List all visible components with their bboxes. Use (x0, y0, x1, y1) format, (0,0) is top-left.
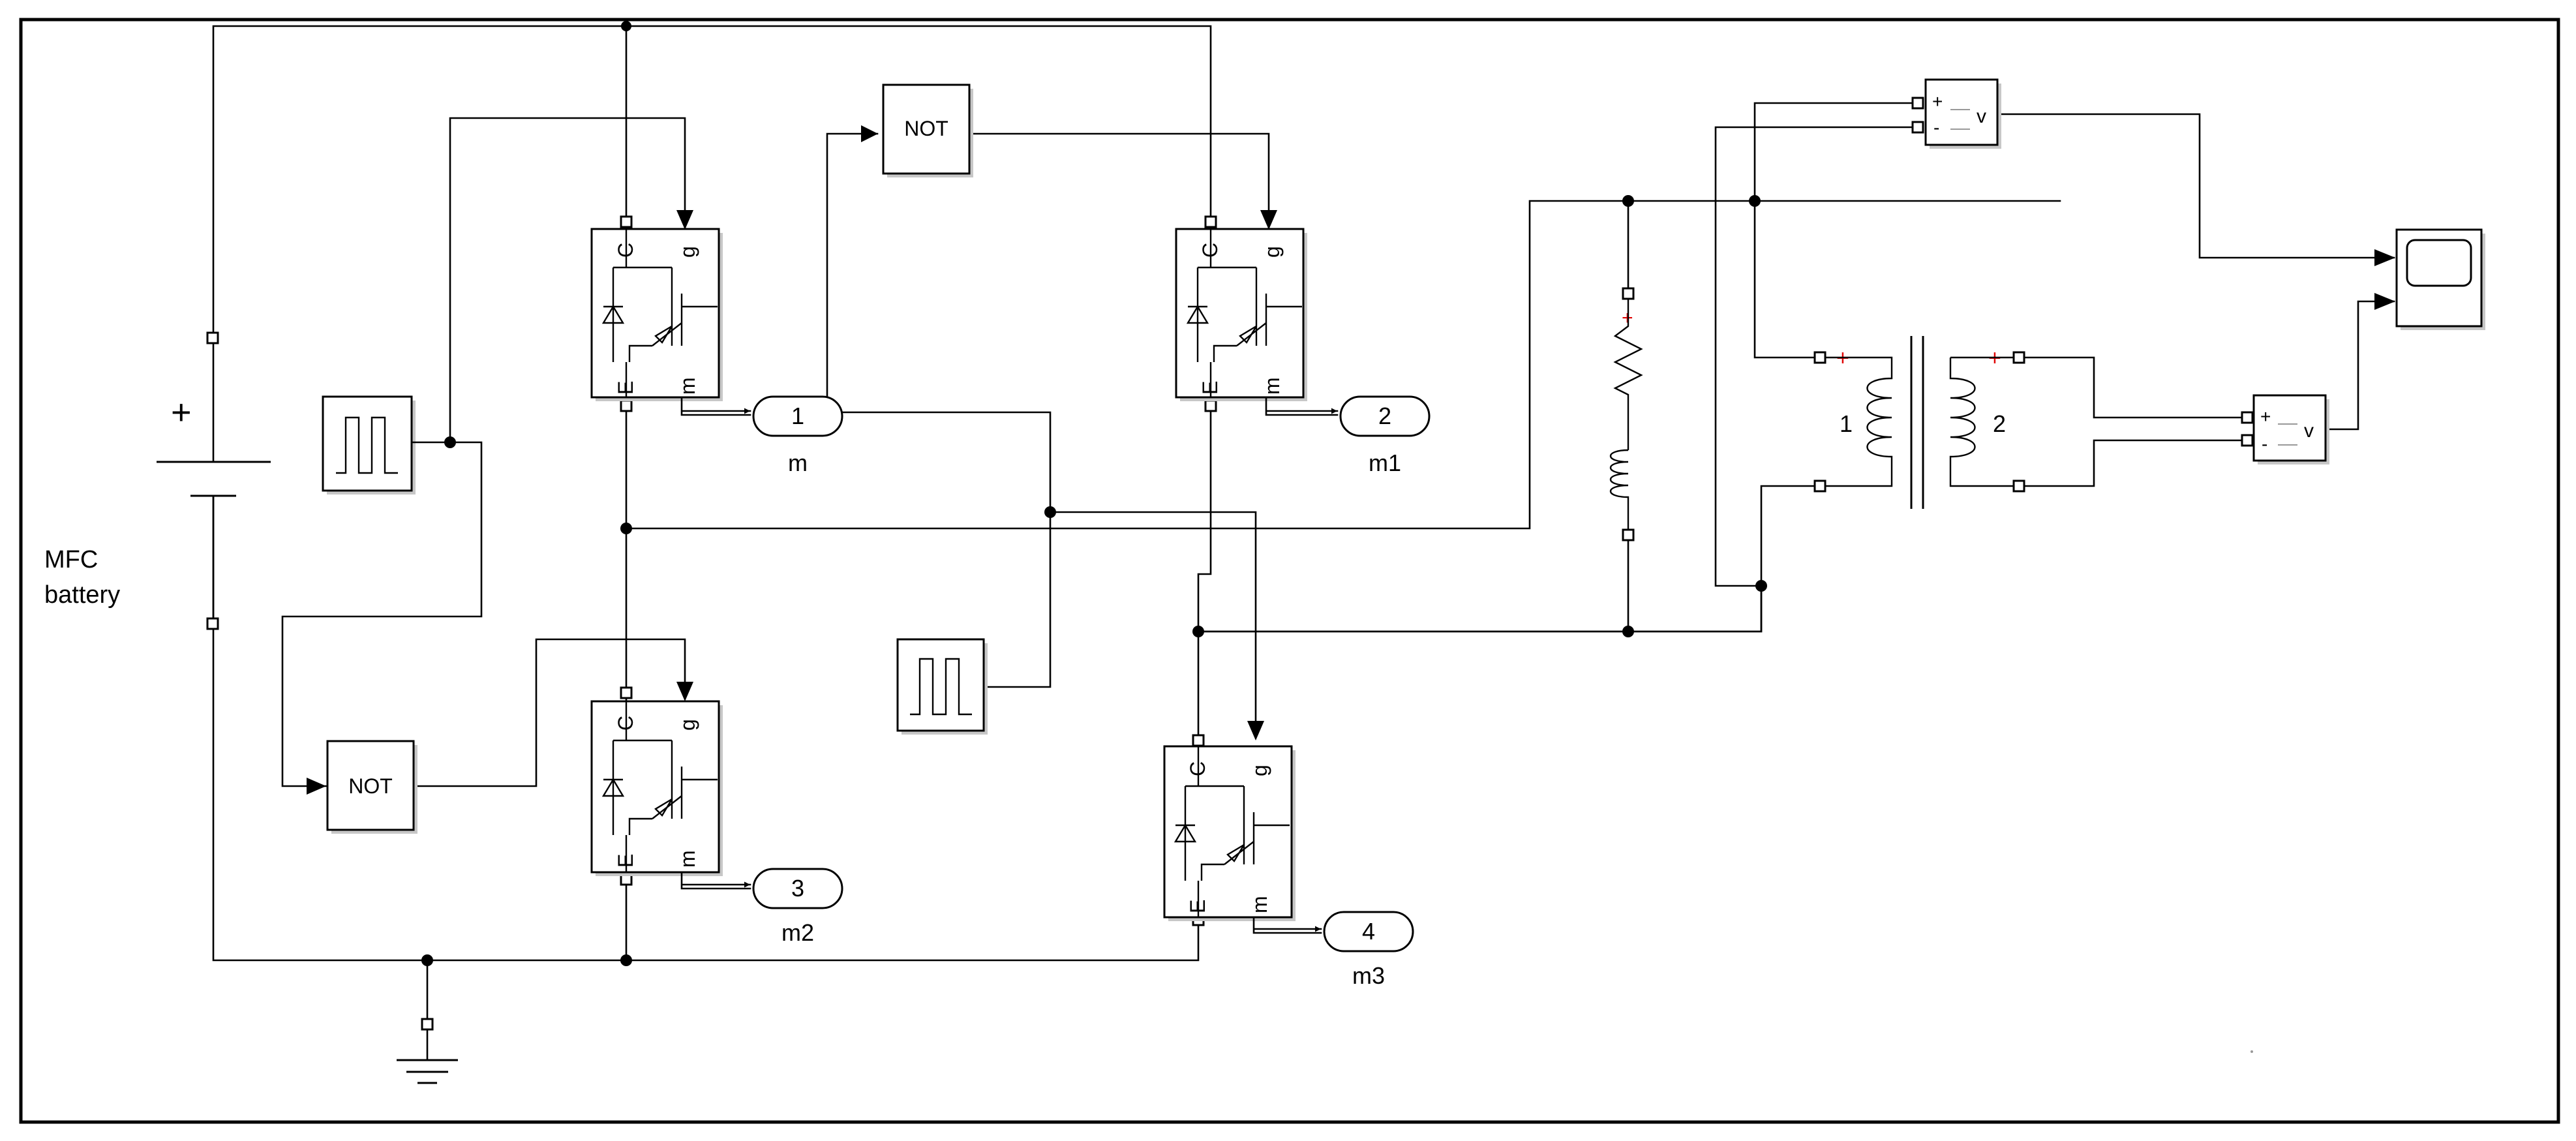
wires (212, 25, 2395, 1026)
mfc-battery[interactable]: + MFC battery (44, 331, 271, 630)
outport-1-number: 1 (791, 403, 804, 429)
scope-block[interactable] (2395, 228, 2485, 330)
outport-2[interactable]: 2 m1 (1339, 395, 1431, 476)
voltmeter-top-plus: + (1932, 91, 1943, 112)
igbt-top-right[interactable]: C g E m (1175, 215, 1337, 415)
igbt4-m: m (1248, 896, 1271, 913)
transformer[interactable]: + + 1 2 (1813, 336, 2025, 509)
voltmeter-right-v: v (2304, 420, 2314, 442)
rl-load[interactable]: + (1609, 287, 1643, 541)
igbt4-c: C (1186, 761, 1209, 776)
igbt2-e: E (1198, 381, 1222, 395)
igbt-bottom-right[interactable]: C g E m (1163, 734, 1321, 933)
outport-1-label: m (788, 449, 808, 476)
outport-4[interactable]: 4 m3 (1323, 911, 1414, 989)
battery-label-line2: battery (44, 581, 120, 609)
voltmeter-right[interactable]: + - v (2241, 394, 2329, 464)
not-gate-left-label: NOT (348, 774, 393, 798)
voltmeter-top[interactable]: + - v (1911, 78, 2001, 149)
not-gate-top[interactable]: NOT (882, 84, 973, 177)
junction-dots (421, 21, 1767, 966)
igbt1-m: m (676, 377, 699, 395)
igbt1-c: C (614, 243, 637, 258)
battery-plus-sign: + (171, 393, 192, 432)
igbt3-c: C (614, 716, 637, 731)
stray-mark (2250, 1050, 2253, 1053)
outport-2-label: m1 (1369, 449, 1401, 476)
transformer-winding2-label: 2 (1993, 410, 2006, 437)
outport-4-number: 4 (1362, 918, 1375, 945)
diagram-frame (19, 18, 2560, 1124)
voltmeter-right-plus: + (2260, 406, 2271, 427)
signal-arrows (307, 125, 2395, 795)
igbt3-m: m (676, 850, 699, 868)
igbt1-e: E (614, 381, 637, 395)
igbt-top-left[interactable]: C g E m (590, 215, 750, 415)
outport-1[interactable]: 1 m (752, 395, 843, 476)
not-gate-top-label: NOT (904, 117, 948, 140)
outport-3[interactable]: 3 m2 (752, 868, 843, 946)
igbt3-e: E (614, 854, 637, 868)
load-polarity: + (1622, 307, 1633, 329)
not-gate-left[interactable]: NOT (326, 740, 417, 834)
pulse-generator-left[interactable] (322, 395, 451, 494)
igbt1-g: g (676, 246, 699, 258)
voltmeter-top-minus: - (1933, 117, 1939, 138)
transformer-winding1-label: 1 (1840, 410, 1853, 437)
outport-2-number: 2 (1378, 403, 1391, 429)
pulse-generator-middle[interactable] (896, 638, 988, 735)
battery-label-line1: MFC (44, 546, 98, 573)
igbt2-c: C (1198, 243, 1222, 258)
igbt2-m: m (1260, 377, 1284, 395)
igbt4-g: g (1248, 765, 1271, 776)
voltmeter-right-minus: - (2262, 434, 2267, 454)
igbt-bottom-left[interactable]: C g E m (590, 686, 750, 889)
ground-symbol (397, 1018, 458, 1084)
igbt2-g: g (1260, 246, 1284, 258)
outport-3-number: 3 (791, 875, 804, 902)
igbt3-g: g (676, 719, 699, 731)
outport-4-label: m3 (1352, 962, 1385, 989)
voltmeter-top-v: v (1977, 106, 1986, 127)
outport-3-label: m2 (781, 919, 814, 946)
igbt4-e: E (1186, 900, 1209, 913)
